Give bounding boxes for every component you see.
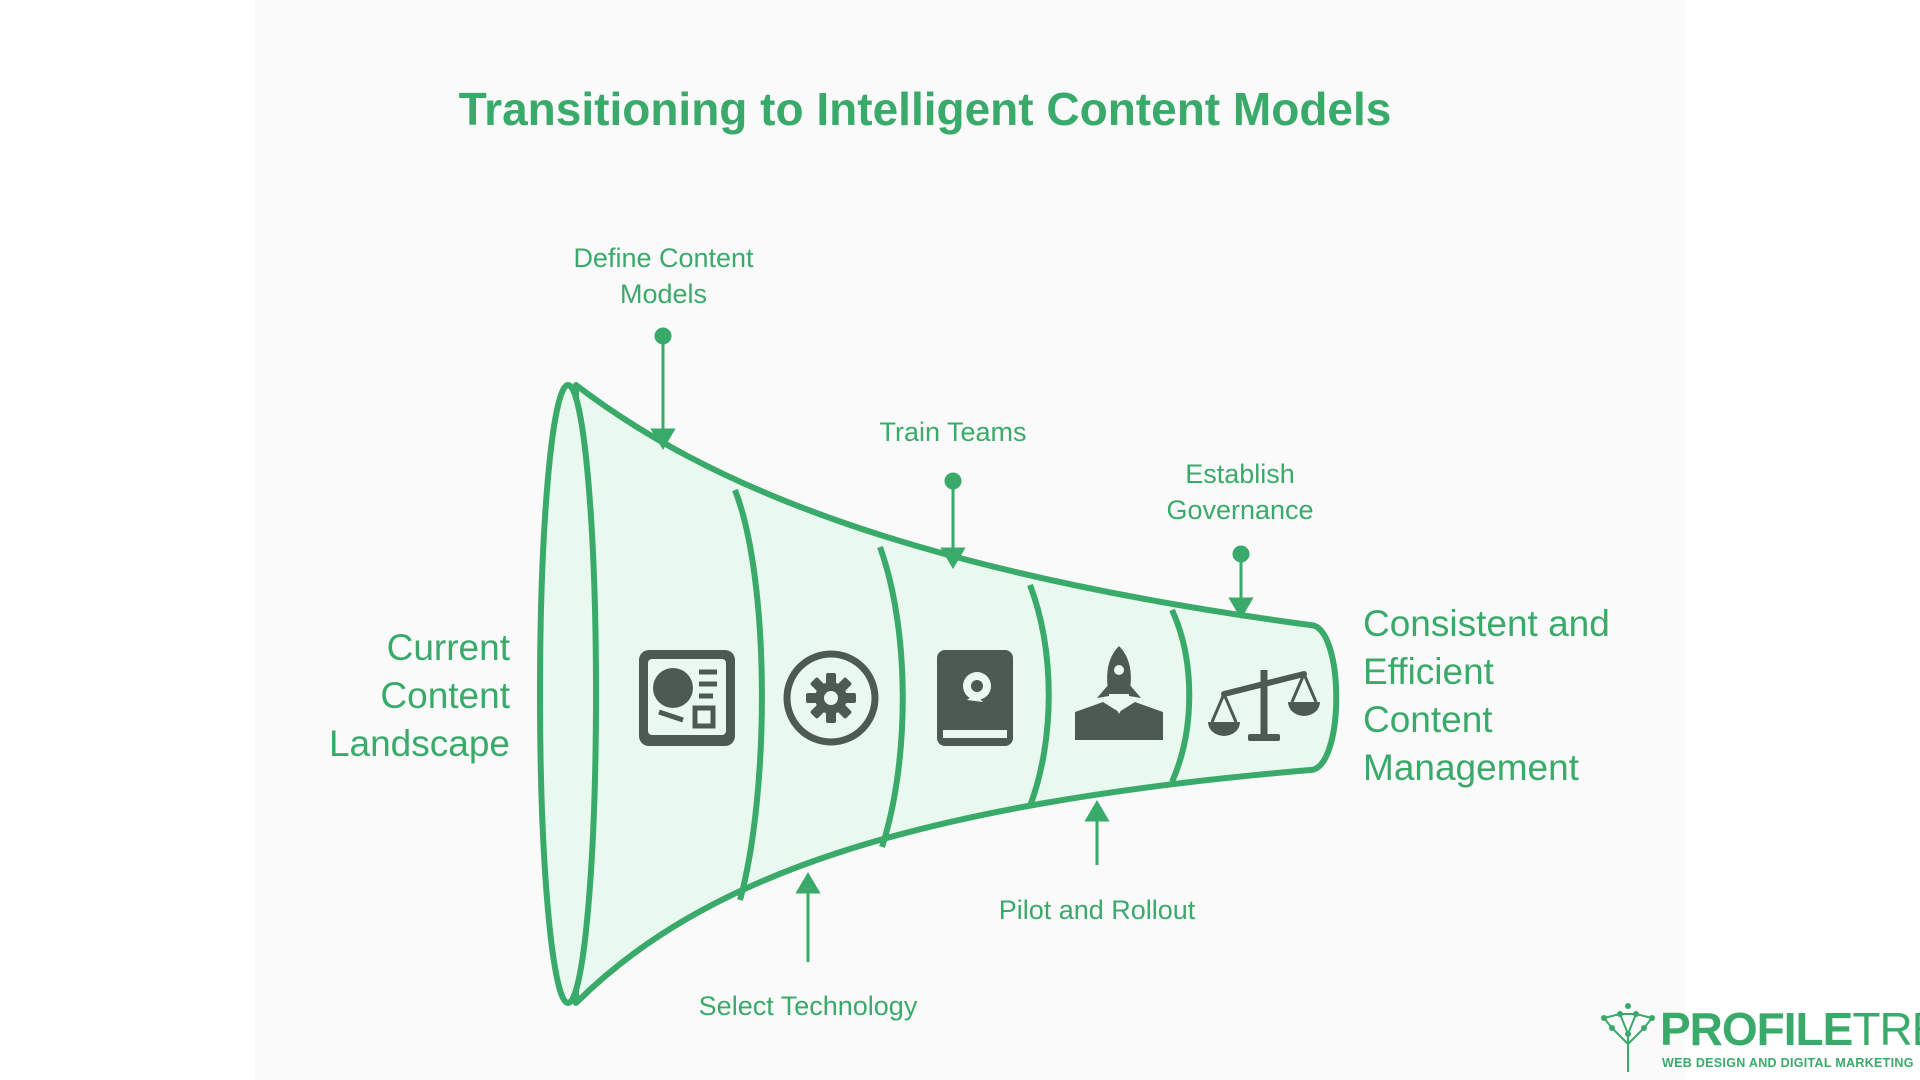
arrow-pilot-and-rollout (1084, 800, 1110, 865)
start-label-line: Current (386, 627, 510, 668)
step-label-select-technology: Select Technology (658, 988, 958, 1024)
diagram-title: Transitioning to Intelligent Content Mod… (458, 83, 1392, 135)
logo-wordmark-light: TREE (1852, 1003, 1920, 1055)
end-label: Consistent and Efficient Content Managem… (1363, 600, 1693, 792)
step-label-line: Select Technology (698, 991, 918, 1021)
step-label-line: Models (619, 279, 708, 309)
funnel-divider-3 (1027, 583, 1052, 808)
funnel-divider-4 (1169, 608, 1193, 784)
profiletree-logo: PROFILETREE WEB DESIGN AND DIGITAL MARKE… (1598, 1000, 1920, 1075)
start-label-line: Content (380, 675, 510, 716)
gear-circle-icon (783, 650, 879, 746)
end-label-line: Management (1363, 747, 1579, 788)
tree-logo-icon (1601, 1003, 1655, 1072)
step-label-train-teams: Train Teams (848, 414, 1058, 450)
funnel-mouth (537, 382, 599, 1006)
step-label-line: Pilot and Rollout (998, 895, 1196, 925)
step-label-line: Governance (1166, 495, 1314, 525)
end-label-line: Efficient (1363, 651, 1494, 692)
step-label-line: Train Teams (879, 417, 1027, 447)
whiteboard-chart-icon (639, 650, 735, 746)
funnel-divider-1 (732, 488, 765, 901)
balance-scale-icon (1208, 670, 1320, 741)
step-label-establish-governance: Establish Governance (1140, 456, 1340, 528)
arrow-define-content-models (650, 327, 676, 450)
arrow-select-technology (795, 872, 821, 962)
start-label: Current Content Landscape (260, 624, 510, 768)
step-label-pilot-and-rollout: Pilot and Rollout (967, 892, 1227, 928)
end-label-line: Content (1363, 699, 1493, 740)
start-label-line: Landscape (328, 723, 510, 764)
logo-wordmark: PROFILETREE (1660, 1002, 1920, 1056)
step-label-line: Establish (1185, 459, 1295, 489)
background-panel (255, 0, 1685, 1080)
book-icon (937, 650, 1013, 746)
funnel-divider-2 (877, 545, 906, 848)
step-label-line: Define Content (573, 243, 754, 273)
arrow-establish-governance (1228, 545, 1254, 619)
logo-wordmark-bold: PROFILE (1660, 1003, 1853, 1055)
logo-tagline: WEB DESIGN AND DIGITAL MARKETING (1662, 1056, 1914, 1070)
arrow-train-teams (940, 472, 966, 569)
end-label-line: Consistent and (1363, 603, 1610, 644)
rocket-launch-icon (1075, 646, 1163, 740)
step-label-define-content-models: Define Content Models (541, 240, 786, 312)
